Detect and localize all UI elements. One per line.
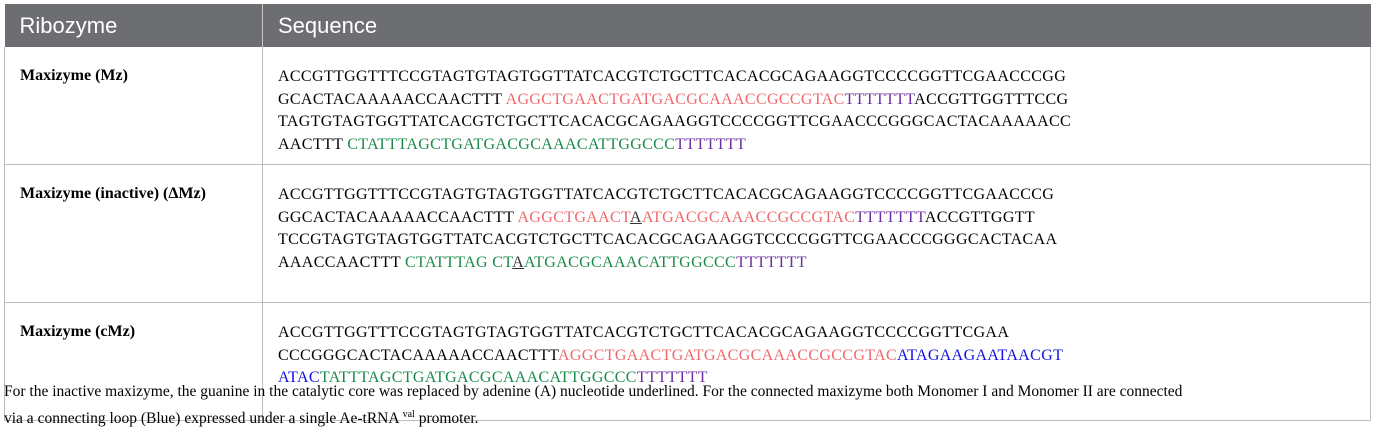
- ribozyme-name: Maxizyme (Mz): [4, 47, 263, 165]
- poly-t-sequence: TTTTTTT: [636, 369, 708, 386]
- sequence-text: AAACCAACTTT: [278, 253, 406, 271]
- sequence-text: TCCGTAGTGTAGTGGTTATCACGTCTGCTTCACACGCAGA…: [278, 231, 1058, 248]
- sequence-line: ATACTATTTAGCTGATGACGCAAACATTGGCCCTTTTTTT: [278, 367, 1370, 390]
- sequence-line: ACCGTTGGTTTCCGTAGTGTAGTGGTTATCACGTCTGCTT…: [278, 184, 1370, 207]
- sequence-text: ACCGTTGGTTTCCGTAGTGTAGTGGTTATCACGTCTGCTT…: [278, 324, 1010, 341]
- sequence-line: AACTTT CTATTTAGCTGATGACGCAAACATTGGCCCTTT…: [278, 134, 1370, 157]
- header-ribozyme: Ribozyme: [19, 12, 118, 38]
- ribozyme-table: Ribozyme Sequence Maxizyme (Mz) ACCGTTGG…: [4, 4, 1371, 421]
- footnote-text: promoter.: [414, 410, 479, 427]
- sequence-line: GCACTACAAAAACCAACTTT AGGCTGAACTGATGACGCA…: [278, 89, 1370, 112]
- poly-t-sequence: TTTTTTT: [844, 90, 915, 108]
- ribozyme-name: Maxizyme (inactive) (ΔMz): [4, 164, 263, 303]
- connecting-loop-sequence: ATAC: [278, 369, 320, 386]
- footnote-line: via a connecting loop (Blue) expressed u…: [4, 403, 1371, 430]
- table-row: Maxizyme (Mz) ACCGTTGGTTTCCG TAGTGTAGTGGT…: [4, 47, 1371, 165]
- monomer-sequence: TATTTAGCTGATGACGCAAACATTGGCCC: [319, 369, 637, 386]
- table-row: Maxizyme (inactive) (ΔMz) ACCGTTGGTT TCCG…: [4, 164, 1371, 303]
- sequence-text: ACCGTTGGTT: [924, 208, 1035, 226]
- monomer-sequence: AGGCTGAACTGATGACGCAAACCGCCGTAC: [505, 90, 845, 108]
- sequence-text: ACCGTTGGTTTCCGTAGTGTAGTGGTTATCACGTCTGCTT…: [278, 186, 1055, 203]
- poly-t-sequence: TTTTTTT: [675, 135, 747, 153]
- header-sequence: Sequence: [262, 4, 1371, 47]
- sequence-text: ACCGTTGGTTTCCG: [914, 90, 1069, 108]
- sequence-line: TAGTGTAGTGGTTATCACGTCTGCTTCACACGCAGAAGGT…: [278, 111, 1370, 134]
- sequence-cell: ACCGTTGGTT TCCGTAGTGTAGTGGTTATCACGTCTGCTT…: [262, 164, 1371, 303]
- table-footnote: For the inactive maxizyme, the guanine i…: [4, 380, 1371, 430]
- poly-t-sequence: TTTTTTT: [736, 253, 807, 271]
- sequence-line: CCCGGGCACTACAAAAACCAACTTTAGGCTGAACTGATGA…: [278, 345, 1370, 368]
- sequence-line: AAACCAACTTT CTATTTAG CTAATGACGCAAACATTGG…: [278, 252, 1370, 275]
- footnote-line: For the inactive maxizyme, the guanine i…: [4, 383, 1183, 400]
- underlined-nucleotide: A: [629, 208, 642, 226]
- sequence-line: ACCGTTGGTTTCCGTAGTGTAGTGGTTATCACGTCTGCTT…: [278, 322, 1370, 345]
- sequence-line: TCCGTAGTGTAGTGGTTATCACGTCTGCTTCACACGCAGA…: [278, 229, 1370, 252]
- sequence-line: GGCACTACAAAAACCAACTTT AGGCTGAACTAATGACGC…: [278, 207, 1370, 230]
- monomer-sequence: CTATTTAGCTGATGACGCAAACATTGGCCC: [347, 135, 676, 153]
- sequence-text: ACCGTTGGTTTCCGTAGTGTAGTGGTTATCACGTCTGCTT…: [278, 68, 1067, 85]
- poly-t-sequence: TTTTTTT: [855, 208, 925, 226]
- connecting-loop-sequence: ATAGAAGAATAACGT: [897, 346, 1064, 364]
- sequence-text: AACTTT: [278, 135, 348, 153]
- underlined-nucleotide: A: [512, 253, 525, 271]
- ribozyme-name: Maxizyme (cMz): [4, 302, 263, 421]
- footnote-superscript: val: [402, 409, 415, 420]
- sequence-line: ACCGTTGGTTTCCGTAGTGTAGTGGTTATCACGTCTGCTT…: [278, 66, 1370, 89]
- monomer-sequence: ATGACGCAAACATTGGCCC: [524, 253, 737, 271]
- monomer-sequence: AGGCTGAACT: [517, 208, 630, 226]
- sequence-text: GCACTACAAAAACCAACTTT: [278, 90, 506, 108]
- sequence-cell: ACCGTTGGTTTCCGTAGTGTAGTGGTTATCACGTCTGCTT…: [262, 302, 1371, 421]
- monomer-sequence: ATGACGCAAACCGCCGTAC: [641, 208, 856, 226]
- table-header: Ribozyme Sequence: [4, 4, 1371, 47]
- monomer-sequence: CTATTTAG CT: [405, 253, 513, 271]
- monomer-sequence: AGGCTGAACTGATGACGCAAACCGCCGTAC: [557, 346, 897, 364]
- sequence-text: GGCACTACAAAAACCAACTTT: [278, 208, 518, 226]
- footnote-text: via a connecting loop (Blue) expressed u…: [4, 410, 403, 427]
- sequence-text: CCCGGGCACTACAAAAACCAACTTT: [278, 346, 558, 364]
- sequence-text: TAGTGTAGTGGTTATCACGTCTGCTTCACACGCAGAAGGT…: [278, 113, 1072, 130]
- sequence-cell: ACCGTTGGTTTCCG TAGTGTAGTGGTTATCACGTCTGCTT…: [262, 47, 1371, 165]
- table-row: Maxizyme (cMz) ACCGTTGGTTTCCGTAGTGTAGTGG…: [4, 302, 1371, 421]
